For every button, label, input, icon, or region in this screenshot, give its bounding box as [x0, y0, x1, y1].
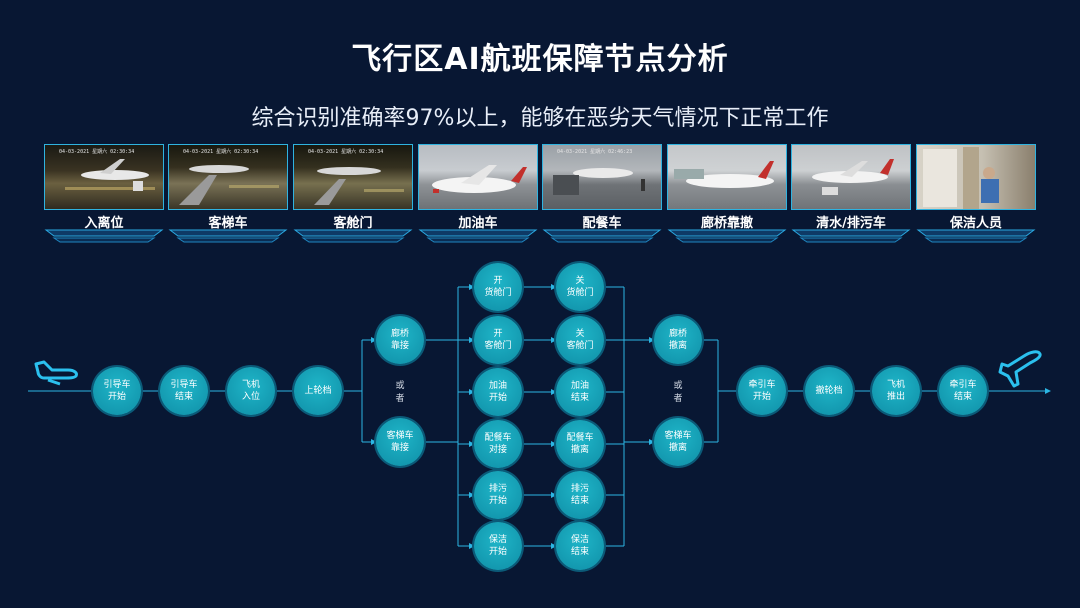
node-catering-leave: 配餐车 撤离	[556, 420, 604, 468]
node-cleaning-start: 保洁 开始	[474, 522, 522, 570]
thumbnail-image: 04-03-2021 星期六 02:30:34	[293, 144, 413, 210]
node-sewage-end: 排污 结束	[556, 471, 604, 519]
page-title: 飞行区AI航班保障节点分析	[351, 42, 729, 77]
thumbnail-image	[667, 144, 787, 210]
node-open-cabin-door: 开 客舱门	[474, 316, 522, 364]
thumbnail-label: 廊桥靠撤	[667, 210, 787, 244]
node-cleaning-end: 保洁 结束	[556, 522, 604, 570]
or-label: 或 者	[673, 381, 683, 404]
thumbnail-label: 加油车	[418, 210, 538, 244]
node-guide-car-start: 引导车 开始	[93, 367, 141, 415]
thumbnail-image: 04-03-2021 星期六 02:46:23	[542, 144, 662, 210]
thumbnail-label: 保洁人员	[916, 210, 1036, 244]
thumbnail-label: 客舱门	[293, 210, 413, 244]
thumbnail-image: 04-03-2021 星期六 02:30:34	[44, 144, 164, 210]
node-sewage-start: 排污 开始	[474, 471, 522, 519]
thumbnail-label: 配餐车	[542, 210, 662, 244]
thumbnail-image: 04-03-2021 星期六 02:30:34	[168, 144, 288, 210]
node-stair-truck-dock: 客梯车 靠接	[376, 418, 424, 466]
plane-landing-icon	[34, 360, 78, 386]
node-tug-end: 牵引车 结束	[939, 367, 987, 415]
page-subtitle: 综合识别准确率97%以上，能够在恶劣天气情况下正常工作	[251, 106, 829, 131]
node-close-cabin-door: 关 客舱门	[556, 316, 604, 364]
thumbnail-label: 客梯车	[168, 210, 288, 244]
node-aircraft-pushback: 飞机 推出	[872, 367, 920, 415]
thumbnail-image	[418, 144, 538, 210]
or-label: 或 者	[395, 381, 405, 404]
node-chocks-off: 撤轮档	[805, 367, 853, 415]
node-bridge-dock: 廊桥 靠接	[376, 316, 424, 364]
node-fueling-start: 加油 开始	[474, 368, 522, 416]
node-open-cargo-door: 开 货舱门	[474, 263, 522, 311]
node-fueling-end: 加油 结束	[556, 368, 604, 416]
plane-takeoff-icon	[998, 350, 1042, 388]
node-stair-truck-leave: 客梯车 撤离	[654, 418, 702, 466]
thumbnail-label: 入离位	[44, 210, 164, 244]
thumbnail-image	[916, 144, 1036, 210]
node-tug-start: 牵引车 开始	[738, 367, 786, 415]
node-aircraft-in-position: 飞机 入位	[227, 367, 275, 415]
thumbnail-image	[791, 144, 911, 210]
node-guide-car-end: 引导车 结束	[160, 367, 208, 415]
node-chocks-on: 上轮档	[294, 367, 342, 415]
node-bridge-withdraw: 廊桥 撤离	[654, 316, 702, 364]
node-close-cargo-door: 关 货舱门	[556, 263, 604, 311]
thumbnail-label: 清水/排污车	[791, 210, 911, 244]
node-catering-dock: 配餐车 对接	[474, 420, 522, 468]
